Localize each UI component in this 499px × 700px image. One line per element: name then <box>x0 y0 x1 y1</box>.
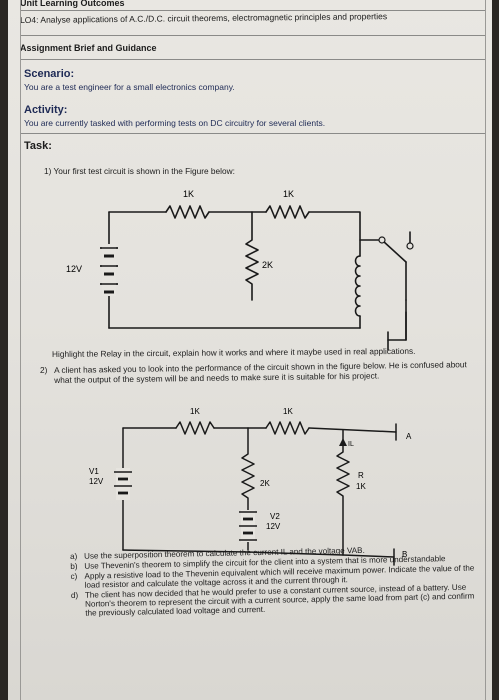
scenario-text: You are a test engineer for a small elec… <box>24 82 235 92</box>
label-current: IL <box>348 441 354 448</box>
label-load-value: 1K <box>356 482 366 491</box>
resistor-1k-right <box>265 205 310 219</box>
current-arrow-icon <box>339 438 347 446</box>
relay-contact <box>406 242 414 250</box>
relay-contact <box>378 236 386 244</box>
subquestion-letter: a) <box>70 551 78 561</box>
resistor-1k-left <box>165 205 210 219</box>
label-v1-name: V1 <box>89 467 99 476</box>
question-2-number: 2) <box>40 365 48 375</box>
subquestion-letter: d) <box>70 590 79 600</box>
label-r3: 2K <box>262 260 273 270</box>
label-load-name: R <box>358 471 364 480</box>
resistor-1k-left <box>175 421 215 435</box>
label-r2: 1K <box>283 407 293 416</box>
table-divider <box>20 10 486 11</box>
battery-v1 <box>114 471 132 495</box>
label-node-a: A <box>406 432 412 441</box>
table-divider <box>20 133 486 134</box>
resistor-2k <box>245 211 259 301</box>
label-v1-value: 12V <box>89 477 104 486</box>
table-border-right <box>485 0 486 700</box>
battery-cells <box>100 247 118 294</box>
label-node-b: B <box>402 550 407 559</box>
table-divider <box>20 59 486 60</box>
scenario-label: Scenario: <box>24 68 75 80</box>
wire <box>308 211 361 257</box>
label-r2: 1K <box>283 189 294 199</box>
circuit-diagram-1: 1K 1K 2K 12V <box>66 189 414 351</box>
wire <box>387 311 407 341</box>
subquestion-letter: c) <box>70 571 78 581</box>
label-r3: 2K <box>260 479 270 488</box>
resistor-load-1k <box>336 429 350 556</box>
label-v2-name: V2 <box>270 512 280 521</box>
activity-text: You are currently tasked with performing… <box>24 118 326 128</box>
wire <box>122 549 395 558</box>
subquestion-letter: b) <box>70 561 78 571</box>
circuit-diagram-2: 1K 1K 2K V1 12V V2 12V R 1K IL A B <box>89 407 412 566</box>
subquestion-list: a) Use the superposition theorem to calc… <box>70 543 481 619</box>
assignment-sheet: Unit Learning Outcomes LO4: Analyse appl… <box>8 0 492 700</box>
resistor-1k-right <box>265 421 310 435</box>
activity-label: Activity: <box>24 104 68 116</box>
table-border-left <box>20 0 21 700</box>
battery-v2 <box>239 511 257 541</box>
wire <box>308 427 397 433</box>
label-r1: 1K <box>190 407 200 416</box>
relay-switch-blade <box>382 240 407 263</box>
relay-coil <box>354 255 361 317</box>
label-battery: 12V <box>66 264 82 274</box>
assignment-brief-heading: Assignment Brief and Guidance <box>20 43 157 53</box>
task-label: Task: <box>24 140 52 152</box>
unit-learning-outcomes-heading: Unit Learning Outcomes <box>20 0 125 8</box>
question-1-text: 1) Your first test circuit is shown in t… <box>44 166 235 176</box>
label-r1: 1K <box>183 189 194 199</box>
resistor-2k <box>241 427 255 511</box>
table-divider <box>20 35 486 36</box>
label-v2-value: 12V <box>266 522 281 531</box>
